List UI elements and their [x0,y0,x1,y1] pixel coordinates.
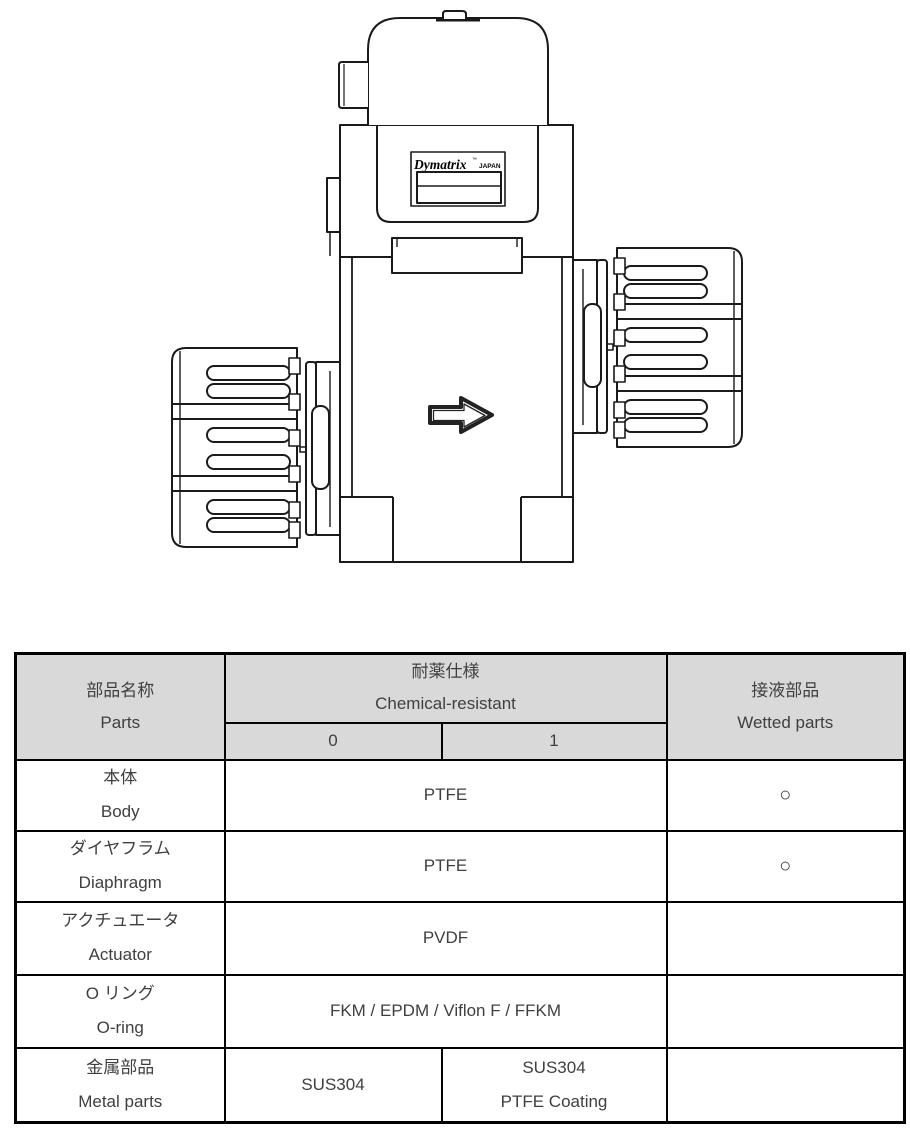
row-oring-wetted [665,973,906,1049]
row-body-en: Body [100,802,140,821]
housing-side-tab [326,177,341,233]
table-row-actuator: アクチュエータ Actuator PVDF [14,900,906,976]
row-actuator-material: PVDF [223,900,668,976]
header-chemical: 耐薬仕様 Chemical-resistant [223,652,668,724]
row-diaphragm-ja: ダイヤフラム [69,839,171,858]
top-vent [442,10,467,19]
actuator-cap [338,10,549,125]
left-flange [299,361,341,536]
cap-side-tab [338,61,368,109]
row-metal-material-1-line1: SUS304 [522,1057,586,1077]
row-metal-material-0: SUS304 [223,1046,443,1124]
spec-table: 部品名称 Parts 耐薬仕様 Chemical-resistant 接液部品 … [14,652,907,1124]
row-diaphragm-material: PTFE [223,829,668,903]
row-body-name: 本体 Body [14,758,226,832]
header-parts-en: Parts [100,712,141,732]
header-wetted: 接液部品 Wetted parts [665,652,906,761]
row-oring-name: O リング O-ring [14,973,226,1049]
flow-arrow-icon [428,396,494,434]
row-metal-material-1-line2: PTFE Coating [500,1091,608,1111]
wetted-mark: ○ [779,854,792,877]
trademark-mark: ™ [472,157,477,163]
table-row-diaphragm: ダイヤフラム Diaphragm PTFE ○ [14,829,906,903]
row-actuator-en: Actuator [88,945,152,964]
row-diaphragm-wetted: ○ [665,829,906,903]
header-chemical-en: Chemical-resistant [375,694,516,714]
row-body-wetted: ○ [665,758,906,832]
valve-body [339,237,574,563]
left-union-nut [171,347,301,548]
valve-drawing: Dymatrix ™ JAPAN [171,10,743,563]
table-row-body: 本体 Body PTFE ○ [14,758,906,832]
header-wetted-en: Wetted parts [737,712,834,732]
row-metal-material-1: SUS304 PTFE Coating [440,1046,668,1124]
row-diaphragm-en: Diaphragm [78,873,162,892]
body-top-boss [391,237,523,274]
row-actuator-wetted [665,900,906,976]
table-row-metal: 金属部品 Metal parts SUS304 SUS304 PTFE Coat… [14,1046,906,1124]
row-diaphragm-name: ダイヤフラム Diaphragm [14,829,226,903]
row-metal-ja: 金属部品 [86,1057,155,1077]
header-sub-0: 0 [223,721,443,761]
right-flange [572,259,614,434]
row-body-material: PTFE [223,758,668,832]
header-chemical-ja: 耐薬仕様 [411,662,480,682]
header-sub-1: 1 [440,721,668,761]
header-parts: 部品名称 Parts [14,652,226,761]
row-actuator-name: アクチュエータ Actuator [14,900,226,976]
row-actuator-ja: アクチュエータ [61,911,180,930]
brand-logo-text: Dymatrix [413,157,467,172]
wetted-mark: ○ [779,783,792,806]
table-row-oring: O リング O-ring FKM / EPDM / Viflon F / FFK… [14,973,906,1049]
header-parts-ja: 部品名称 [86,680,155,700]
japan-label: JAPAN [479,163,501,170]
row-metal-wetted [665,1046,906,1124]
nameplate: Dymatrix ™ JAPAN [410,151,506,207]
row-oring-en: O-ring [96,1018,144,1037]
header-wetted-ja: 接液部品 [751,680,820,700]
row-oring-material: FKM / EPDM / Viflon F / FFKM [223,973,668,1049]
row-metal-en: Metal parts [78,1091,163,1111]
right-union-nut [613,247,743,448]
row-body-ja: 本体 [103,768,138,787]
row-oring-ja: O リング [85,984,155,1003]
serial-box [416,171,502,204]
row-metal-name: 金属部品 Metal parts [14,1046,226,1124]
